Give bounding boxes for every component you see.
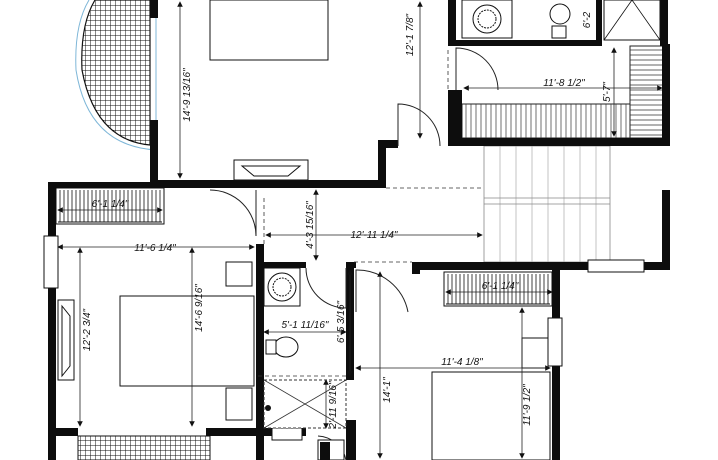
dim-hall-height: 4'-3 15/16" [305,201,316,249]
windows [43,0,661,441]
top-left-balcony [75,0,157,151]
dim-stair-landing-width: 11'-8 1/2" [543,78,585,89]
dim-bed-left-side: 12'-2 3/4" [82,308,93,351]
closet-left [55,187,165,225]
dimension-lines [57,1,663,459]
dim-stair-landing-height: 5'-7" [602,82,613,102]
closet-right [443,271,553,307]
dim-top-right-partial: 6'-2 [582,11,593,28]
doors [209,47,499,460]
dim-top-right-room-height: 12'-1 7/8" [405,13,416,56]
dim-bed-left-width: 11'-6 1/4" [134,243,176,254]
dim-shower-height: 2'-11 9/16" [328,381,339,429]
dim-bed-right-height: 14'-1" [382,377,393,403]
bath-fixture-bottom [317,439,345,460]
tv-unit-top [233,159,309,181]
dimension-labels: 14'-9 13/16" 12'-1 7/8" 11'-8 1/2" 5'-7"… [82,11,613,429]
dim-bath-height: 6'-5 3/16" [336,300,347,343]
dim-closet-right-width: 6'-1 1/4" [482,281,519,292]
dim-closet-left-width: 6'-1 1/4" [92,199,129,210]
dresser-left [57,299,75,381]
dim-bath-width: 5'-1 11/16" [282,320,329,331]
bed-left [119,261,255,421]
dim-top-room-height: 14'-9 13/16" [182,68,193,122]
dim-bed-right-side: 11'-9 1/2" [522,384,533,426]
right-stair-treads [629,45,665,139]
dim-hall-width: 12'-11 1/4" [351,230,398,241]
bed-top-left [209,0,329,61]
dim-bed-right-width: 11'-4 1/8" [441,357,483,368]
opening-lines [258,50,484,377]
bottom-left-balcony [77,435,211,460]
bath-fixtures-lower [263,267,347,429]
bed-right [431,337,551,460]
bath-fixtures-upper [461,0,571,39]
dim-bed-left-height: 14'-6 9/16" [194,284,205,332]
main-stair [483,145,611,263]
